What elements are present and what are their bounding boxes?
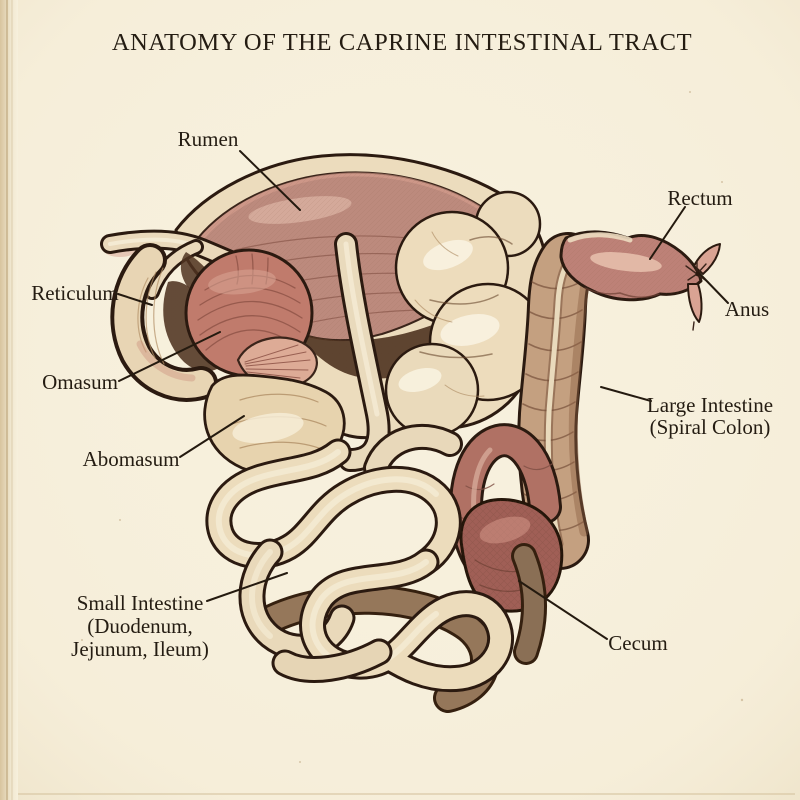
label-omasum: Omasum [42, 370, 118, 394]
label-rumen: Rumen [178, 127, 239, 151]
label-cecum: Cecum [608, 631, 667, 655]
label-small-intestine-line1: Small Intestine [77, 591, 204, 615]
label-rectum: Rectum [667, 186, 732, 210]
leader-rumen [239, 150, 301, 211]
leader-abomasum [179, 415, 245, 458]
label-anus: Anus [725, 297, 769, 321]
label-reticulum: Reticulum [31, 281, 119, 305]
abomasum-shape [203, 373, 346, 477]
intestinal-tract-illustration [205, 230, 721, 713]
label-small-intestine-line2: (Duodenum, [87, 614, 193, 638]
label-small-intestine-line3: Jejunum, Ileum) [71, 637, 209, 661]
rumen-ventral-lobes [384, 190, 548, 438]
leader-cecum [518, 580, 608, 640]
small-intestine-shape [205, 423, 514, 693]
labels: Rumen Reticulum Omasum Abomasum Small In… [31, 127, 773, 661]
stomach-complex-illustration [100, 153, 549, 477]
page-title: ANATOMY OF THE CAPRINE INTESTINAL TRACT [112, 29, 692, 56]
leader-reticulum [117, 293, 153, 306]
label-large-intestine-line2: (Spiral Colon) [650, 415, 771, 439]
rectum-shape [559, 230, 703, 302]
leader-small-intestine [206, 572, 288, 602]
leader-lines [117, 150, 729, 640]
label-abomasum: Abomasum [83, 447, 180, 471]
leader-rectum [649, 206, 686, 260]
paper-speckles [81, 91, 744, 763]
page-edge-left [0, 0, 18, 800]
leader-omasum [118, 331, 221, 382]
label-large-intestine-line1: Large Intestine [647, 393, 773, 417]
leader-anus [699, 273, 729, 304]
background-loop-under-cecum [511, 543, 547, 665]
leader-large-intestine [600, 386, 652, 402]
